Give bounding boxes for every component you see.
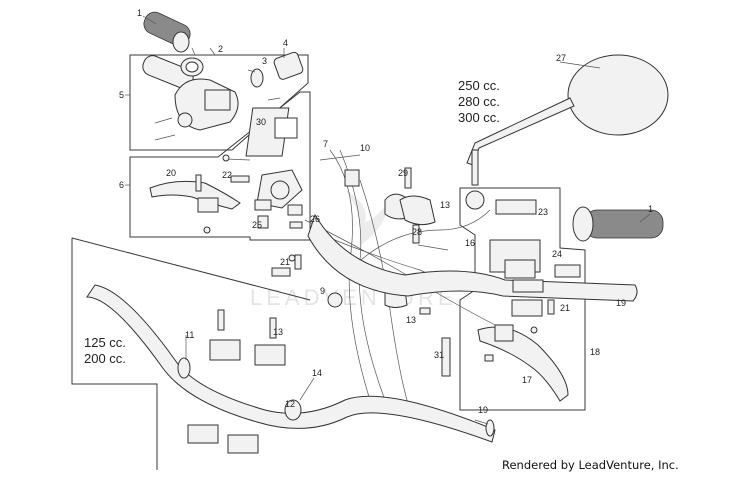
- callout-31: 31: [434, 350, 444, 360]
- callout-10: 10: [360, 143, 370, 153]
- switch-housing: [174, 78, 239, 131]
- cc-label-280: 280 cc.: [458, 94, 500, 109]
- callout-2: 2: [218, 44, 223, 54]
- callout-20: 20: [166, 168, 176, 178]
- callout-28: 28: [412, 227, 422, 237]
- callout-29: 29: [398, 168, 408, 178]
- callout-9: 9: [320, 286, 325, 296]
- callout-5: 5: [119, 90, 124, 100]
- handlebar-top: [307, 213, 638, 302]
- callout-25: 25: [252, 220, 262, 230]
- cc-label-300: 300 cc.: [458, 110, 500, 125]
- callout-24: 24: [552, 249, 562, 259]
- clamp-13: [399, 195, 436, 226]
- cc-label-200: 200 cc.: [84, 351, 126, 366]
- box-right-lever: [459, 187, 586, 411]
- left-grip: [143, 11, 191, 53]
- callout-13-mid: 13: [406, 315, 416, 325]
- switch-knob: [250, 68, 264, 88]
- handlebar-bottom: [86, 284, 496, 443]
- callout-18: 18: [590, 347, 600, 357]
- callout-13-top: 13: [440, 200, 450, 210]
- inner-grip: [142, 55, 204, 89]
- callout-16: 16: [465, 238, 475, 248]
- callout-6: 6: [119, 180, 124, 190]
- cc-label-250: 250 cc.: [458, 78, 500, 93]
- callout-21-right: 21: [560, 303, 570, 313]
- guide-9: [327, 292, 343, 308]
- mirror: [465, 54, 669, 210]
- callout-7: 7: [323, 139, 328, 149]
- right-master-cylinder: [489, 199, 581, 317]
- callout-26: 26: [310, 214, 320, 224]
- callout-3: 3: [262, 56, 267, 66]
- left-master-cylinder: [245, 107, 303, 216]
- switch-31: [441, 337, 451, 377]
- callout-1-right: 1: [648, 204, 653, 214]
- callout-14: 14: [312, 368, 322, 378]
- cc-label-125: 125 cc.: [84, 335, 126, 350]
- left-lever: [149, 180, 241, 210]
- switch-plate: [273, 51, 304, 80]
- callout-13-bottom: 13: [273, 327, 283, 337]
- callout-19-right: 19: [616, 298, 626, 308]
- box-bar-125-left: [71, 238, 158, 470]
- lower-clamps: [187, 309, 286, 454]
- credit-text: Rendered by LeadVenture, Inc.: [502, 458, 679, 472]
- callout-19-left: 19: [478, 405, 488, 415]
- leader-lines: [125, 47, 651, 425]
- callout-23: 23: [538, 207, 548, 217]
- right-grip: [572, 206, 664, 242]
- right-lever: [477, 326, 569, 402]
- callout-11: 11: [185, 330, 194, 340]
- callout-30: 30: [256, 117, 266, 127]
- lever-pivot: [197, 197, 219, 213]
- callout-17: 17: [522, 375, 532, 385]
- callout-22: 22: [222, 170, 232, 180]
- callout-4: 4: [283, 38, 288, 48]
- callout-12: 12: [285, 399, 295, 409]
- callout-1-left: 1: [137, 8, 142, 18]
- callout-21-left: 21: [280, 257, 290, 267]
- box-bar-125-diag: [71, 237, 311, 301]
- cable-fitting: [344, 169, 360, 187]
- callout-27: 27: [556, 53, 566, 63]
